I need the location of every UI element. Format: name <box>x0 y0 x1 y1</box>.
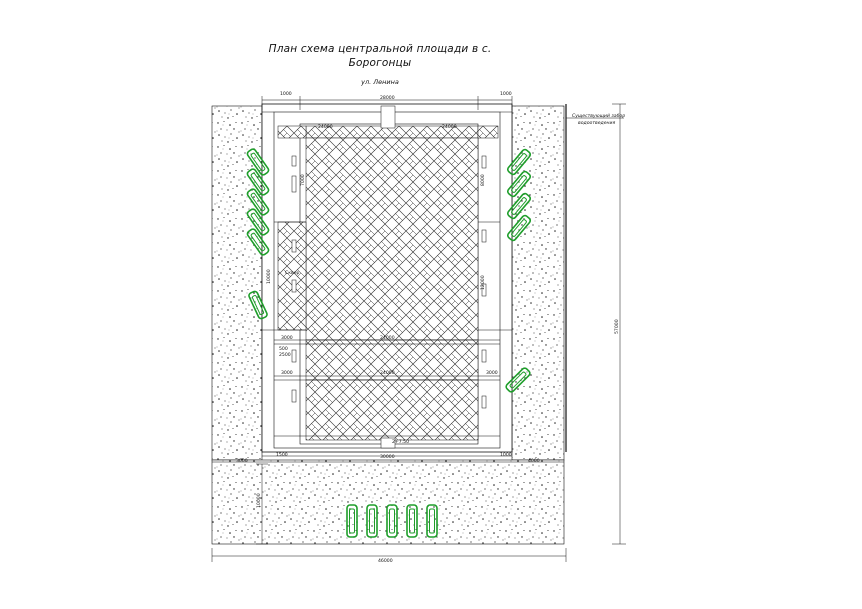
plan-title-line1: План схема центральной площади в с. <box>268 43 492 55</box>
vehicle-bottom-2 <box>366 504 378 538</box>
vehicle-left-5 <box>246 228 270 256</box>
vehicle-right-3 <box>506 192 532 220</box>
dim-row-b: 24000 <box>380 335 395 341</box>
dim-small-a: 4000 <box>528 458 540 464</box>
stair-label: Сквер <box>285 270 300 276</box>
vehicle-left-lower <box>248 290 268 320</box>
dim-total-height: 57000 <box>614 319 620 334</box>
vehicle-left-3 <box>246 188 270 216</box>
vehicle-bottom-5 <box>426 504 438 538</box>
vehicle-left-2 <box>246 168 270 196</box>
dim-inner-top-left: 24000 <box>318 124 333 130</box>
dim-inner-top-right: 24000 <box>442 124 457 130</box>
paving-area <box>277 125 499 441</box>
dim-side-b: 500 <box>279 346 288 352</box>
vehicle-left-4 <box>246 208 270 236</box>
dim-left-low-height: 10000 <box>256 493 262 508</box>
dim-top-width: 28000 <box>380 95 395 101</box>
legend-note-line2: водоотведения <box>578 121 616 126</box>
dimension-lines <box>211 96 626 562</box>
dim-top-left-offset: 1000 <box>280 91 292 97</box>
dim-row-c: 3000 <box>486 370 498 376</box>
dim-bottom-left-b: 3000 <box>236 458 248 464</box>
vehicle-right-1 <box>506 148 532 176</box>
dim-row-a: 3000 <box>281 370 293 376</box>
dim-row-d: 24000 <box>380 370 395 376</box>
dimension-labels: 28000 1000 1000 24000 24000 46000 30000 … <box>236 91 625 564</box>
dim-row-e: 3000 <box>281 335 293 341</box>
dim-top-right-offset: 1000 <box>500 91 512 97</box>
vehicle-bottom-4 <box>406 504 418 538</box>
vehicle-right-lower-1 <box>505 367 531 393</box>
vehicle-bottom-3 <box>386 504 398 538</box>
dim-vert-d: 12000 <box>480 275 486 290</box>
dim-total-width: 46000 <box>378 558 393 564</box>
legend-note-line1: Существующий забор <box>572 113 625 119</box>
dim-vert-b: 8000 <box>480 174 486 186</box>
street-name: ул. Ленина <box>361 78 399 86</box>
dim-bottom-width: 30000 <box>380 454 395 460</box>
dim-small-b: 1000 <box>500 452 512 458</box>
plan-title-line2: Борогонцы <box>348 57 412 69</box>
vehicle-right-4 <box>506 214 532 242</box>
vehicle-left-1 <box>246 148 270 176</box>
inner-details <box>262 105 512 449</box>
dim-bottom-left-a: 1500 <box>276 452 288 458</box>
parked-vehicles <box>246 148 532 538</box>
vehicle-bottom-1 <box>346 504 358 538</box>
dim-vert-a: 7000 <box>300 174 306 186</box>
dim-side-a: 2500 <box>279 352 291 358</box>
vehicle-right-2 <box>506 170 532 198</box>
dim-vert-c: 10000 <box>266 269 272 284</box>
dim-bottom-mark: 2+7.50 <box>392 439 409 445</box>
